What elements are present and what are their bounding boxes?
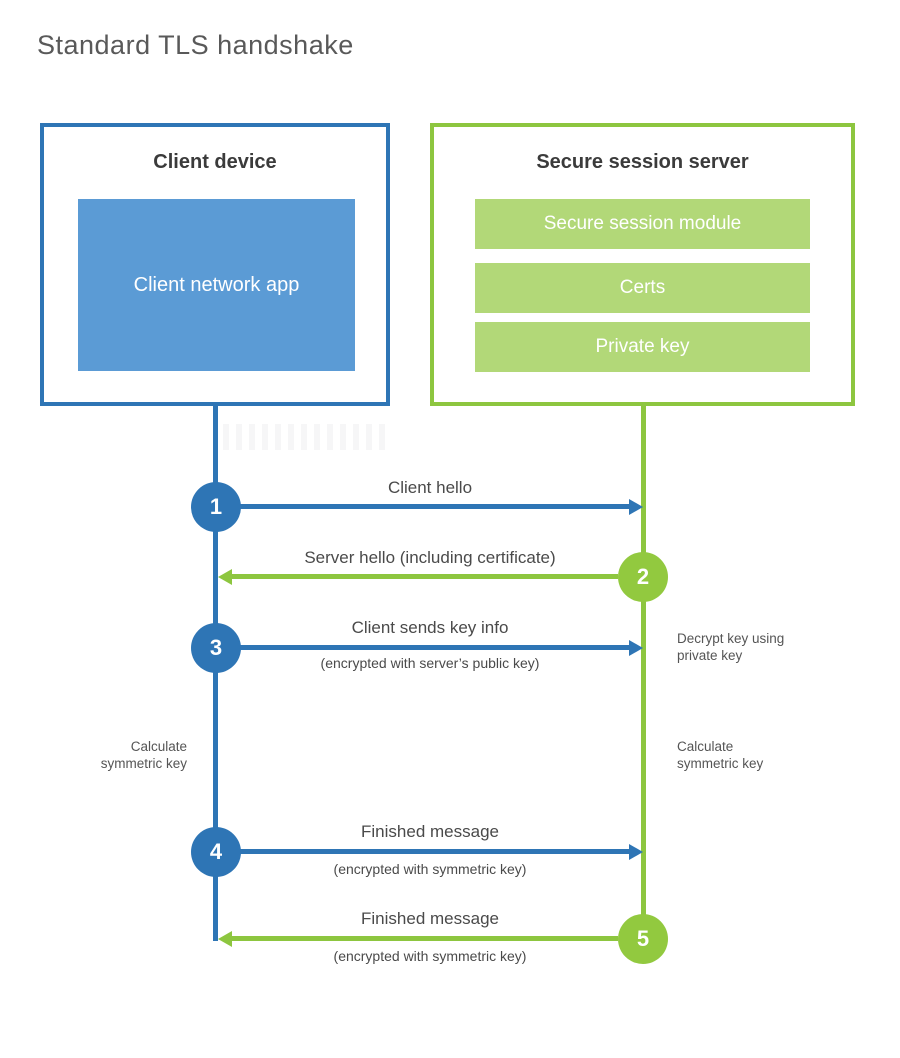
step-circle-3: 3 bbox=[191, 623, 241, 673]
server-module-certs: Certs bbox=[475, 263, 810, 313]
note-calc-symmetric-client-line1: Calculate bbox=[130, 739, 187, 754]
arrow-server-hello bbox=[232, 574, 618, 579]
client-lifeline bbox=[213, 406, 218, 941]
note-calc-symmetric-server: Calculate symmetric key bbox=[677, 739, 817, 773]
message-label-server-hello: Server hello (including certificate) bbox=[304, 548, 556, 567]
arrowhead-client-hello bbox=[629, 499, 643, 515]
faint-watermark bbox=[223, 424, 388, 450]
step-circle-2: 2 bbox=[618, 552, 668, 602]
message-label-key-info: Client sends key info bbox=[351, 618, 509, 637]
note-decrypt-key-line2: private key bbox=[677, 647, 743, 663]
note-calc-symmetric-client-line2: symmetric key bbox=[100, 755, 187, 771]
client-network-app-label: Client network app bbox=[133, 274, 300, 296]
note-calc-symmetric-server-line2: symmetric key bbox=[677, 755, 764, 771]
message-sublabel-finished-client: (encrypted with symmetric key) bbox=[333, 861, 527, 877]
arrowhead-finished-server bbox=[218, 931, 232, 947]
step-circle-5: 5 bbox=[618, 914, 668, 964]
note-calc-symmetric-server-line1: Calculate bbox=[677, 739, 734, 754]
message-label-finished-client: Finished message bbox=[361, 822, 499, 841]
arrowhead-finished-client bbox=[629, 844, 643, 860]
arrowhead-key-info bbox=[629, 640, 643, 656]
client-device-title: Client device bbox=[153, 151, 277, 173]
client-device-box: Client device Client network app bbox=[40, 123, 390, 406]
message-label-client-hello: Client hello bbox=[387, 478, 473, 497]
note-calc-symmetric-client: Calculate symmetric key bbox=[55, 739, 187, 773]
server-module-secure-session: Secure session module bbox=[475, 199, 810, 249]
message-label-finished-server: Finished message bbox=[361, 909, 499, 928]
server-lifeline bbox=[641, 406, 646, 939]
server-title: Secure session server bbox=[536, 151, 749, 173]
message-sublabel-key-info: (encrypted with server’s public key) bbox=[320, 655, 540, 671]
arrowhead-server-hello bbox=[218, 569, 232, 585]
server-module-private-key: Private key bbox=[475, 322, 810, 372]
arrow-finished-client bbox=[240, 849, 629, 854]
step-circle-4: 4 bbox=[191, 827, 241, 877]
message-sublabel-finished-server: (encrypted with symmetric key) bbox=[333, 948, 527, 964]
secure-session-server-box: Secure session server Secure session mod… bbox=[430, 123, 855, 406]
page-title: Standard TLS handshake bbox=[37, 30, 354, 60]
note-decrypt-key: Decrypt key using private key bbox=[677, 631, 817, 665]
arrow-finished-server bbox=[232, 936, 618, 941]
arrow-key-info bbox=[240, 645, 629, 650]
arrow-client-hello bbox=[240, 504, 629, 509]
client-network-app-block: Client network app bbox=[78, 199, 355, 371]
step-circle-1: 1 bbox=[191, 482, 241, 532]
note-decrypt-key-line1: Decrypt key using bbox=[677, 631, 785, 646]
